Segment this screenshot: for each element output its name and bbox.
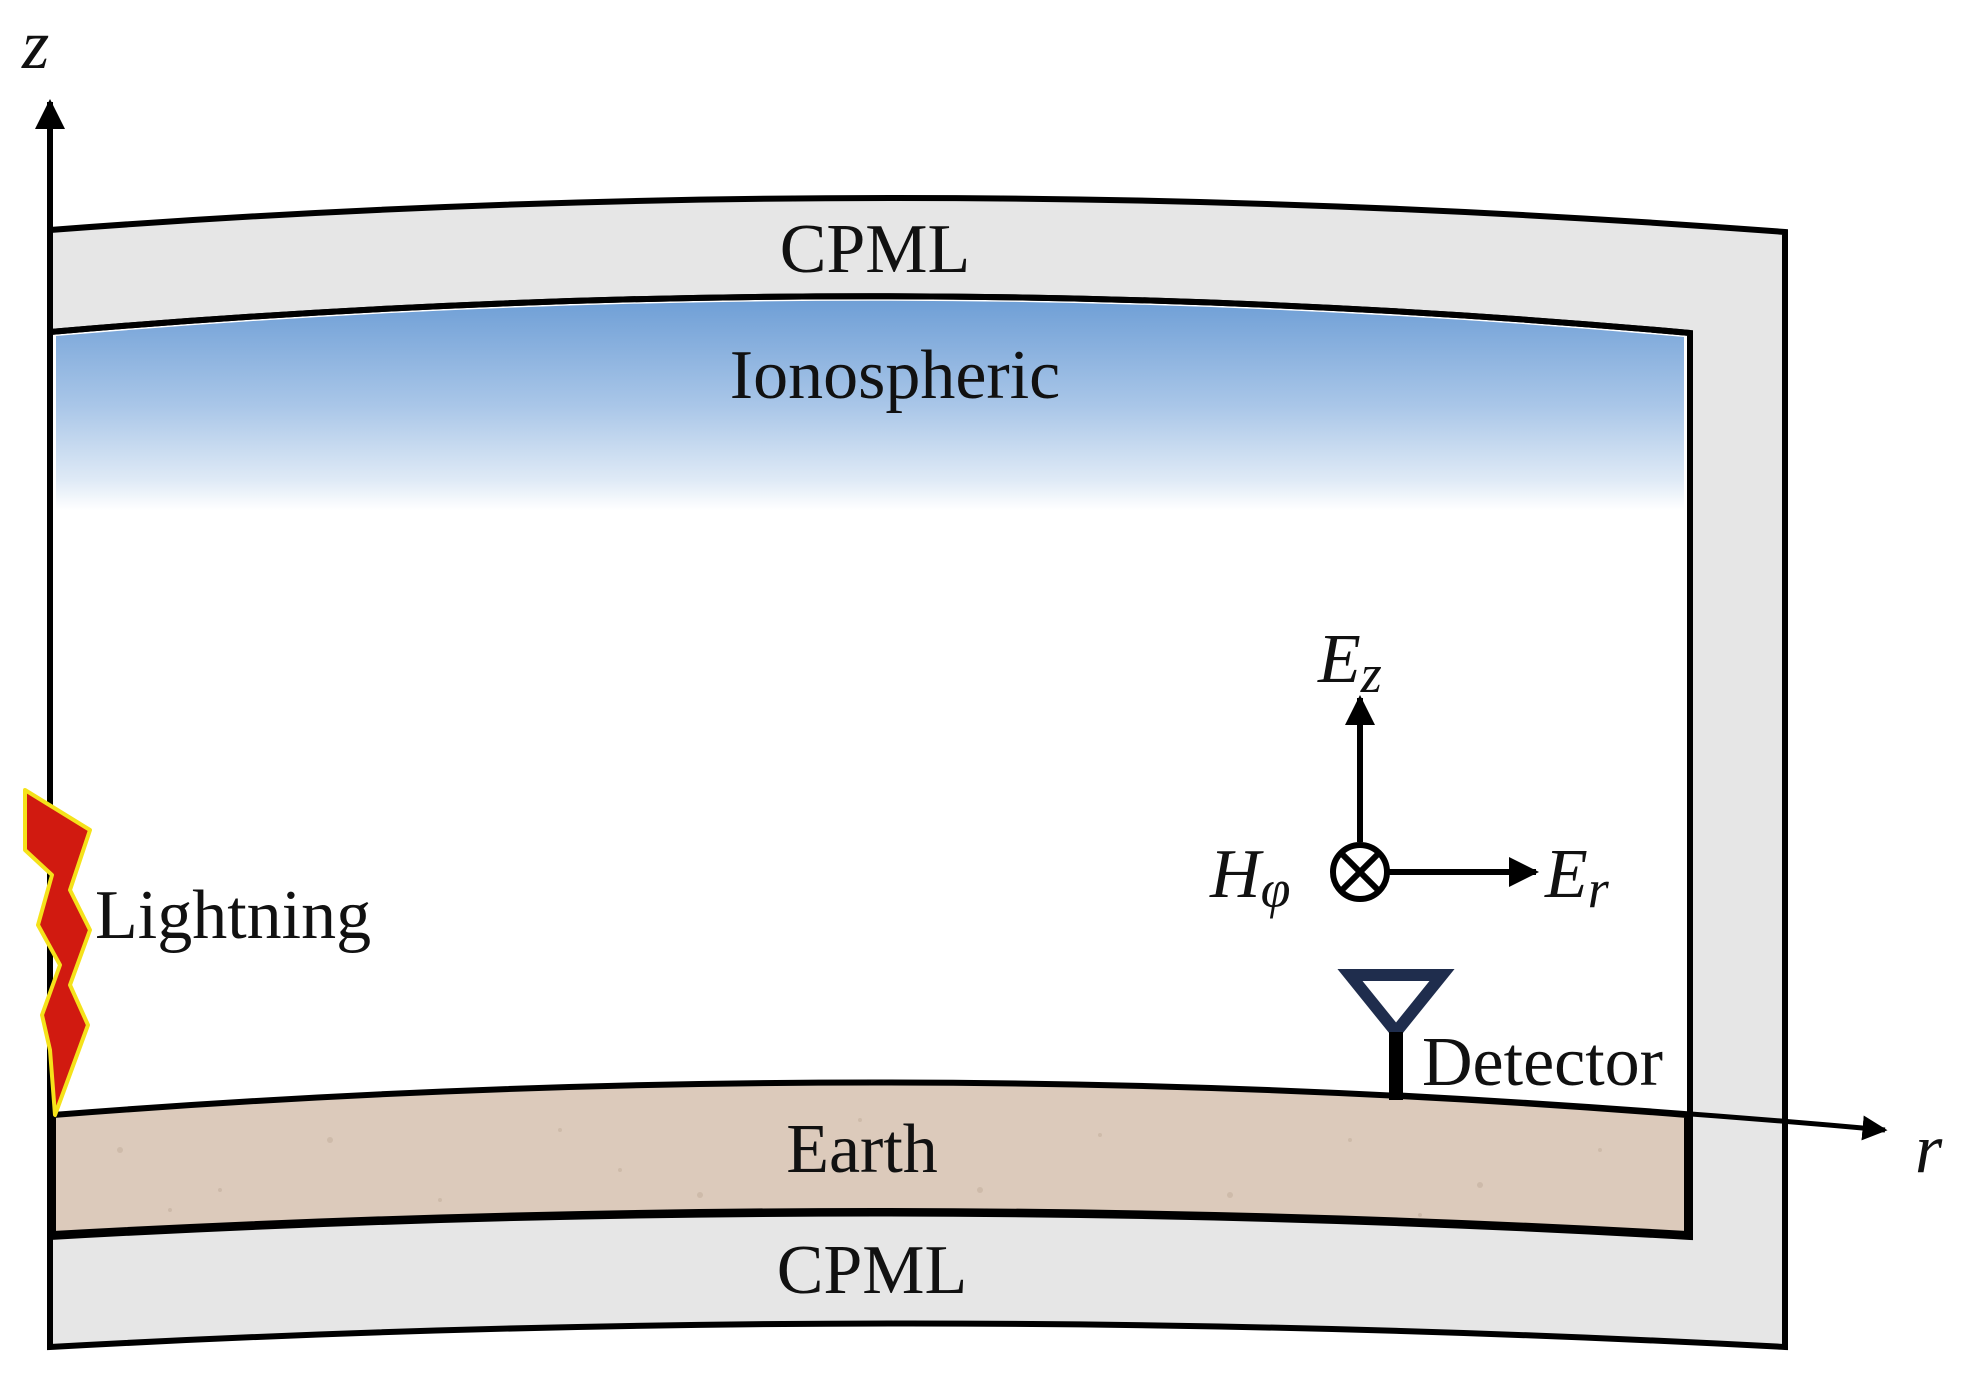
antenna-icon	[1337, 969, 1455, 1100]
r-axis	[1399, 1092, 1888, 1141]
earth-label: Earth	[786, 1111, 938, 1188]
earth-texture	[117, 1118, 1602, 1217]
er-label: Er	[1544, 836, 1610, 919]
er-sub: r	[1588, 859, 1610, 919]
ez-sub: z	[1360, 644, 1382, 704]
ionosphere-label: Ionospheric	[730, 337, 1060, 414]
er-main: E	[1544, 836, 1588, 913]
lightning-label: Lightning	[95, 877, 371, 954]
ionosphere-region	[56, 300, 1684, 600]
circle-cross-icon	[1330, 842, 1390, 902]
hphi-sub: φ	[1261, 859, 1291, 919]
lightning-bolt-icon	[23, 788, 92, 1117]
r-axis-label: r	[1915, 1111, 1943, 1188]
z-axis-label: z	[21, 7, 49, 84]
detector-label: Detector	[1422, 1024, 1663, 1101]
inner-top-boundary	[49, 293, 1691, 336]
hphi-label: Hφ	[1209, 836, 1290, 919]
ez-main: E	[1317, 621, 1361, 698]
earth-region	[50, 1079, 1690, 1238]
hphi-main: H	[1209, 836, 1264, 913]
cpml-top-label: CPML	[780, 211, 971, 288]
ez-label: Ez	[1317, 621, 1382, 704]
cpml-bottom-label: CPML	[777, 1232, 968, 1309]
